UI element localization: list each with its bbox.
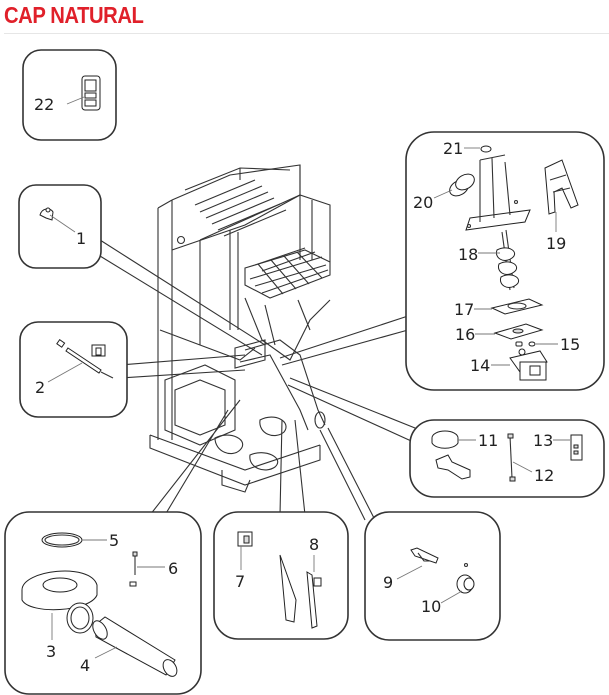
part-label-6: 6	[168, 559, 178, 578]
part-label-22: 22	[34, 95, 54, 114]
stove-body-drawing	[149, 164, 331, 493]
part-label-17: 17	[454, 300, 474, 319]
part-label-14: 14	[470, 356, 490, 375]
part-panel	[279, 554, 297, 623]
part-auger-chute	[465, 154, 531, 231]
part-label-20: 20	[413, 193, 433, 212]
part-17-gasket	[490, 298, 544, 315]
part-label-21: 21	[443, 139, 463, 158]
part-label-12: 12	[534, 466, 554, 485]
part-13-control-panel	[570, 434, 583, 461]
part-16-plate	[493, 323, 544, 340]
title-divider	[4, 33, 609, 34]
part-1-clip	[39, 207, 54, 221]
part-bracket	[435, 454, 471, 480]
part-7-switch	[237, 531, 253, 547]
remote-control-part	[81, 75, 101, 111]
callout-box-7-8: 7 8	[213, 511, 349, 640]
part-label-8: 8	[309, 535, 319, 554]
callout-box-fan: 5 6 3 4	[4, 511, 202, 695]
callout-box-11-13: 11 12 13	[409, 419, 605, 498]
part-label-18: 18	[458, 245, 478, 264]
part-9-bracket	[410, 547, 439, 564]
page-title: CAP NATURAL	[4, 2, 144, 28]
part-19-cover	[544, 159, 579, 215]
part-label-5: 5	[109, 531, 119, 550]
part-3-fan	[21, 570, 98, 634]
part-2-igniter	[56, 338, 114, 379]
callout-box-9-10: 9 10	[364, 511, 501, 641]
part-8-board	[306, 571, 322, 629]
part-4-pipe	[92, 616, 178, 677]
part-label-15: 15	[560, 335, 580, 354]
part-label-16: 16	[455, 325, 475, 344]
part-label-1: 1	[76, 229, 86, 248]
callout-box-auger: 21 20 19 18	[405, 131, 605, 391]
callout-box-1: 1	[18, 184, 102, 269]
callout-box-remote: 22	[22, 49, 117, 141]
part-10-knob	[456, 562, 475, 594]
part-11-thermostat	[431, 430, 459, 449]
part-label-10: 10	[421, 597, 441, 616]
callout-leaders	[99, 239, 421, 521]
part-label-2: 2	[35, 378, 45, 397]
part-label-11: 11	[478, 431, 498, 450]
part-label-7: 7	[235, 572, 245, 591]
part-label-13: 13	[533, 431, 553, 450]
part-12-cable	[507, 433, 516, 482]
hopper-grid	[244, 247, 331, 299]
part-20-sleeve	[449, 173, 475, 197]
part-18-auger	[495, 229, 520, 291]
callout-box-2: 2	[19, 321, 128, 418]
part-14-gear-motor	[509, 348, 548, 381]
part-label-19: 19	[546, 234, 566, 253]
part-6-sensor	[129, 551, 138, 587]
part-label-4: 4	[80, 656, 90, 675]
part-label-3: 3	[46, 642, 56, 661]
part-label-9: 9	[383, 573, 393, 592]
